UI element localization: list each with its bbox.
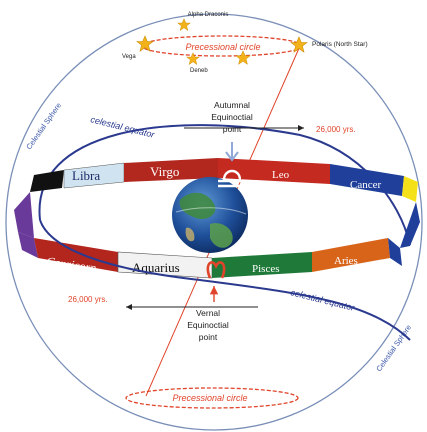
vernal-label-line3: point (199, 332, 218, 342)
zodiac-ring-front (18, 232, 402, 279)
autumnal-label-line1: Autumnal (214, 100, 250, 110)
star-icon (290, 36, 308, 53)
precessional-circle-bottom-label: Precessional circle (172, 393, 247, 403)
star-icon (235, 50, 251, 65)
zodiac-label-aquarius: Aquarius (132, 260, 180, 275)
zodiac-ring-right-edge (400, 202, 420, 248)
zodiac-ring-back (30, 158, 418, 202)
zodiac-label-capricorn: Capricorn (46, 254, 97, 275)
zodiac-label-leo: Leo (272, 169, 290, 181)
precessional-circle-top-label: Precessional circle (185, 42, 260, 52)
autumnal-label-line3: point (223, 124, 242, 134)
star-label-polaris: Polaris (North Star) (312, 41, 368, 48)
star-label-alpha-draconis: Alpha Draconis (188, 12, 229, 18)
star-label-deneb: Deneb (190, 68, 208, 74)
zodiac-label-virgo: Virgo (150, 164, 179, 179)
vernal-label-line1: Vernal (196, 308, 220, 318)
celestial-equator-label-bottom: celestial equator (290, 287, 357, 313)
aries-symbol-icon (206, 261, 226, 279)
precessional-circle-bottom (125, 387, 299, 409)
zodiac-label-pisces: Pisces (252, 263, 280, 275)
star-icon (177, 18, 191, 31)
zodiac-label-cancer: Cancer (350, 179, 381, 191)
celestial-equator-front (39, 219, 411, 341)
autumnal-label-line2: Equinoctial (211, 112, 253, 122)
zodiac-label-libra: Libra (72, 168, 100, 183)
celestial-equator-label-top: celestial equator (90, 114, 157, 140)
libra-symbol-icon (218, 169, 246, 188)
zodiac-ring-left-edge (14, 192, 34, 238)
celestial-equator-back (38, 124, 411, 246)
autumnal-years-label: 26,000 yrs. (316, 125, 356, 134)
vernal-label-line2: Equinoctial (187, 320, 229, 330)
earth-globe-icon (172, 177, 248, 253)
vernal-years-label: 26,000 yrs. (68, 295, 108, 304)
star-label-vega: Vega (122, 54, 136, 60)
zodiac-label-aries: Aries (334, 255, 358, 267)
autumnal-point-arrow-icon (225, 142, 239, 162)
celestial-sphere-outline (5, 13, 423, 431)
